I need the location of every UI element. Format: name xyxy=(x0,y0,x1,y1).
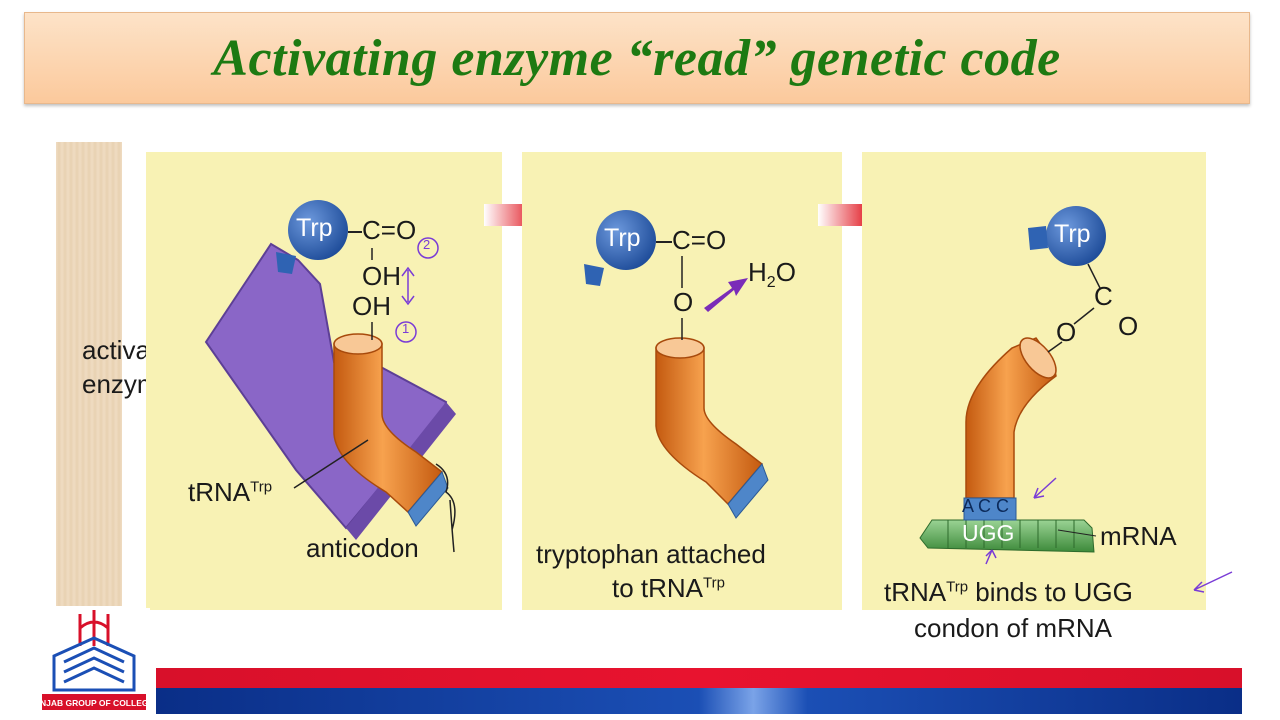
anticodon-band xyxy=(727,463,769,519)
college-logo: PUNJAB GROUP OF COLLEGES xyxy=(38,608,150,714)
trna-tube xyxy=(655,347,764,506)
mrna-label: mRNA xyxy=(1100,521,1177,551)
trp-ball-tab xyxy=(276,252,296,274)
oh-bottom-label: OH xyxy=(352,291,391,321)
caption-line-2: condon of mRNA xyxy=(914,613,1112,643)
oh-top-label: OH xyxy=(362,261,401,291)
trna-tube-top xyxy=(333,333,383,355)
annotation-arrow-caption xyxy=(1193,571,1233,593)
mrna-strip xyxy=(919,519,1095,553)
trp-ball xyxy=(288,200,348,260)
decorative-strip xyxy=(56,142,122,606)
carbon-label: C xyxy=(1094,281,1113,311)
panel-activation: Trp C=O OH OH 2 1 tRNATrp anticodon xyxy=(146,152,502,610)
caption-line-2: to tRNATrp xyxy=(612,573,725,603)
anticodon-band xyxy=(407,471,449,527)
panel-attachment: Trp C=O O H2O tryptophan attached to tRN… xyxy=(522,152,842,610)
trp-ball xyxy=(1046,206,1106,266)
anticodon-sequence: A C C xyxy=(962,496,1010,516)
annotation-double-arrow xyxy=(401,266,415,306)
caption-line-1: tryptophan attached xyxy=(536,539,766,569)
panel-2-drawing xyxy=(584,210,769,519)
caption-line-1: tRNATrp binds to UGG xyxy=(884,577,1133,607)
carbonyl-oxygen-label: O xyxy=(1118,311,1139,341)
mrna-ticks xyxy=(947,520,1075,548)
logo-text: PUNJAB GROUP OF COLLEGES xyxy=(38,698,150,708)
slide-title: Activating enzyme “read” genetic code xyxy=(213,29,1061,87)
trp-ball-tab xyxy=(584,264,604,286)
annotation-circle-2 xyxy=(417,237,439,259)
ester-oxygen-label: O xyxy=(1056,317,1077,347)
carboxyl-label: C=O xyxy=(362,215,417,245)
anticodon-band xyxy=(963,497,1017,521)
trp-label: Trp xyxy=(1054,220,1091,248)
panel-1-drawing xyxy=(204,200,456,553)
annotation-number-2: 2 xyxy=(423,237,431,252)
bond-carbon-ester-o xyxy=(1073,307,1095,325)
footer-banner-red xyxy=(156,668,1242,688)
trna-tube-top xyxy=(655,337,705,359)
footer-banner-blue xyxy=(156,688,1242,714)
codon-sequence: UGG xyxy=(962,520,1015,546)
annotation-arrow-codon xyxy=(985,549,997,565)
annotation-arrow-anticodon xyxy=(1033,477,1057,499)
annotation-circle-1 xyxy=(395,321,417,343)
trna-tube-top xyxy=(1019,337,1057,379)
bond-trp-carbon xyxy=(1087,263,1101,289)
title-bar: Activating enzyme “read” genetic code xyxy=(24,12,1250,104)
trna-trp-label: tRNATrp xyxy=(188,477,273,507)
trp-ball-tab xyxy=(1028,226,1048,250)
water-release-arrow xyxy=(704,278,748,312)
oxygen-label: O xyxy=(673,287,694,317)
bond-ester-o-trna xyxy=(1047,341,1063,353)
mrna-leader-line xyxy=(1057,529,1097,537)
anticodon-bracket xyxy=(435,463,456,553)
trp-label: Trp xyxy=(296,214,333,242)
panel-codon-binding: Trp C O O A C C UGG mRNA tRNATrp binds t… xyxy=(862,152,1233,643)
carboxyl-label: C=O xyxy=(672,225,727,255)
water-label: H2O xyxy=(748,257,796,292)
trna-leader-line xyxy=(293,439,369,489)
panel-3-drawing xyxy=(919,206,1233,593)
trp-label: Trp xyxy=(604,224,641,252)
anticodon-label: anticodon xyxy=(306,533,419,563)
annotation-number-1: 1 xyxy=(402,321,410,336)
trp-ball xyxy=(596,210,656,270)
